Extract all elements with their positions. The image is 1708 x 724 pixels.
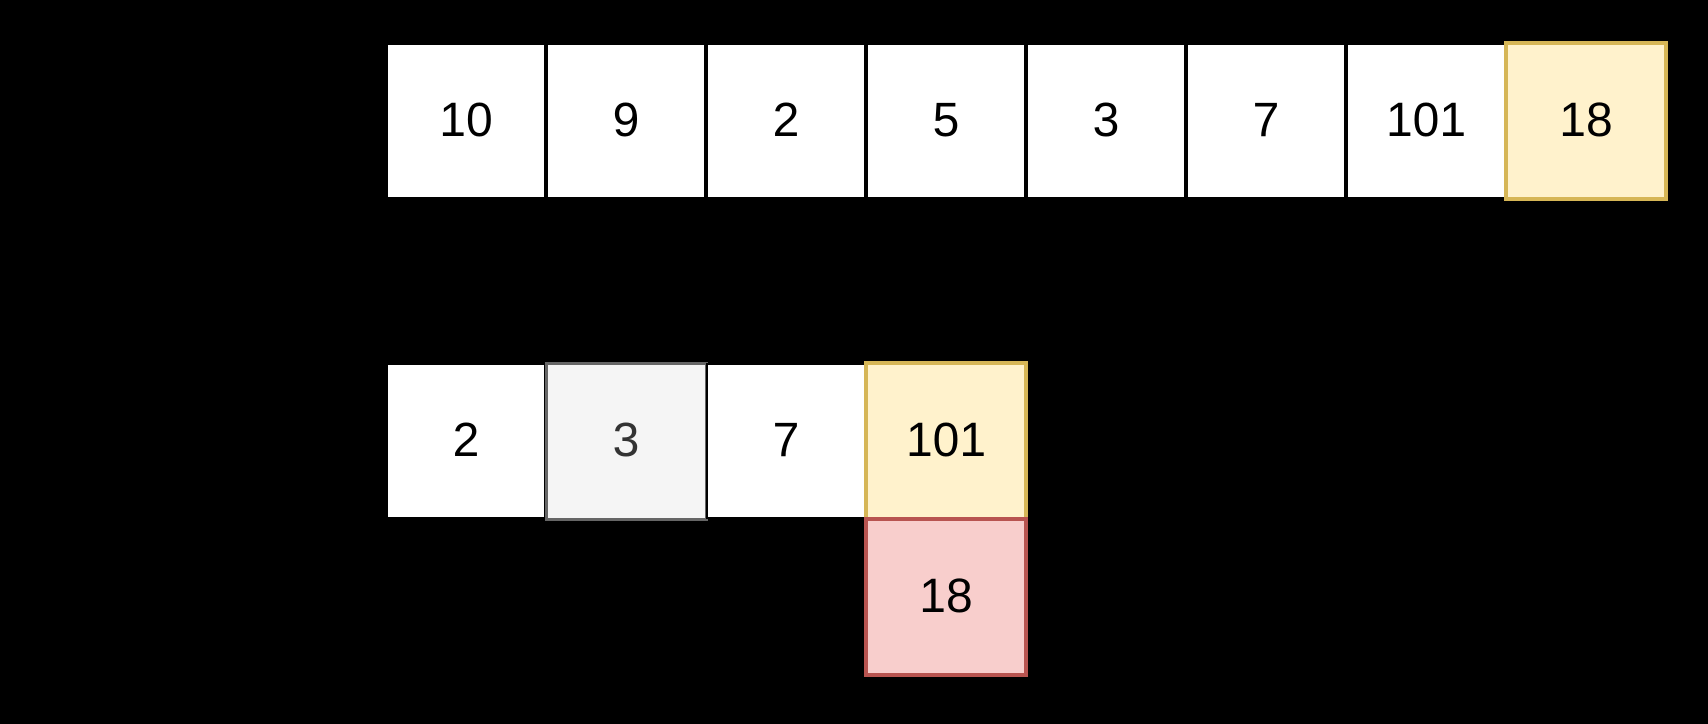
input-array-row-cell: 9 (546, 43, 706, 199)
subsequence-array-row-cell: 7 (706, 363, 866, 519)
subsequence-array-row-cell: 2 (386, 363, 546, 519)
input-array-row-cell: 3 (1026, 43, 1186, 199)
candidate-box-row-cell: 18 (864, 517, 1028, 677)
input-array-row-cell: 18 (1504, 41, 1668, 201)
input-array-row-cell: 7 (1186, 43, 1346, 199)
input-array-row-cell: 5 (866, 43, 1026, 199)
input-array-row-cell: 10 (386, 43, 546, 199)
subsequence-array-row-cell: 3 (544, 361, 708, 521)
subsequence-array-row-cell: 101 (864, 361, 1028, 521)
input-array-row-cell: 2 (706, 43, 866, 199)
input-array-row-cell: 101 (1346, 43, 1506, 199)
